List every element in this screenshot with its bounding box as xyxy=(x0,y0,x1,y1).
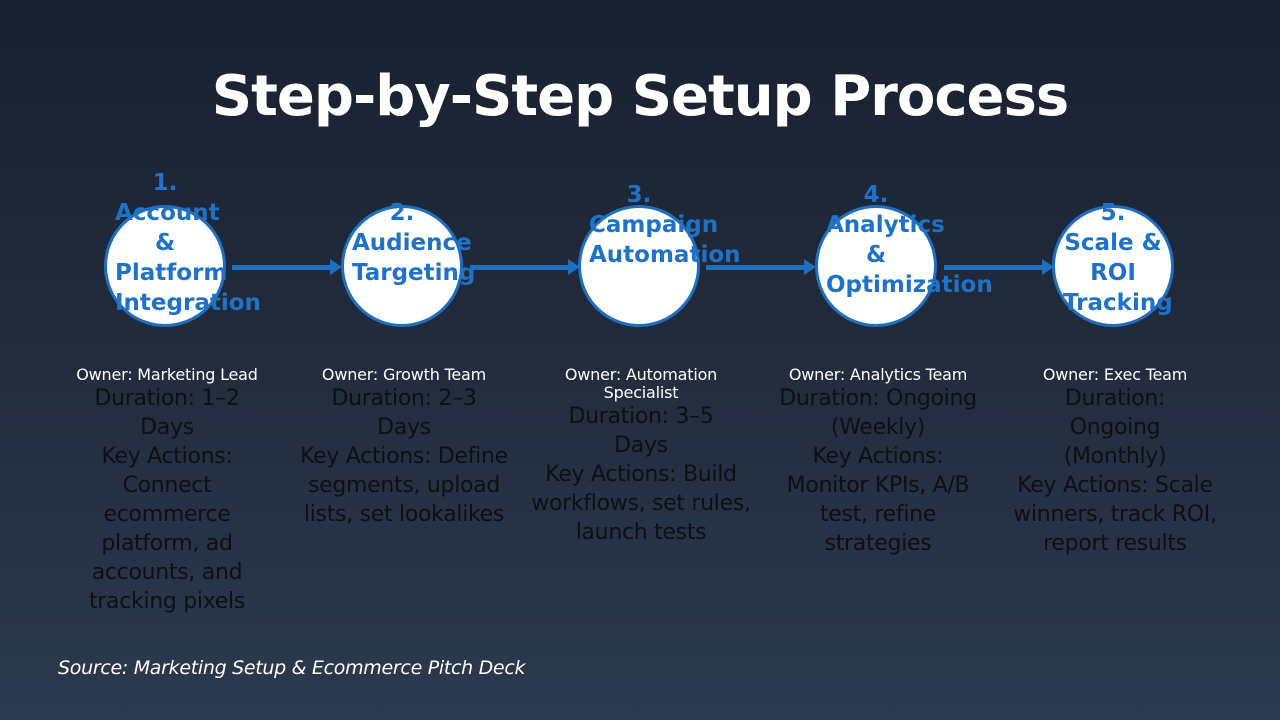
step-actions: Key Actions: Build workflows, set rules,… xyxy=(531,462,751,545)
step-2: 2. Audience Targeting Owner: Growth Team… xyxy=(294,0,514,720)
step-circle: 3. Campaign Automation xyxy=(578,182,741,327)
step-details: Owner: Analytics Team Duration: Ongoing … xyxy=(758,366,998,558)
step-actions: Key Actions: Scale winners, track ROI, r… xyxy=(1013,473,1217,556)
step-label: 1. Account & Platform Integration xyxy=(115,170,261,316)
step-duration: Duration: Ongoing (Monthly) xyxy=(1063,386,1167,469)
step-label: 4. Analytics & Optimization xyxy=(826,182,993,298)
step-actions: Key Actions: Connect ecommerce platform,… xyxy=(88,444,246,614)
connector-arrow-2-3 xyxy=(470,259,580,275)
step-duration: Duration: 1–2 Days xyxy=(94,386,240,440)
step-circle: 5. Scale & ROI Tracking xyxy=(1052,200,1174,327)
step-1: 1. Account & Platform Integration Owner:… xyxy=(57,0,277,720)
step-owner: Owner: Marketing Lead xyxy=(76,365,258,384)
page-title: Step-by-Step Setup Process xyxy=(211,64,1069,129)
step-details: Owner: Marketing Lead Duration: 1–2 Days… xyxy=(47,366,287,616)
step-details: Owner: Exec Team Duration: Ongoing (Mont… xyxy=(995,366,1235,558)
step-details: Owner: Growth Team Duration: 2–3 Days Ke… xyxy=(284,366,524,529)
step-owner: Owner: Automation Specialist xyxy=(564,365,718,402)
step-label: 2. Audience Targeting xyxy=(352,200,476,286)
step-owner: Owner: Growth Team xyxy=(321,365,487,384)
step-label: 3. Campaign Automation xyxy=(589,182,741,268)
step-actions: Key Actions: Define segments, upload lis… xyxy=(300,444,508,527)
step-owner: Owner: Analytics Team xyxy=(788,365,968,384)
source-citation: Source: Marketing Setup & Ecommerce Pitc… xyxy=(58,657,526,679)
step-duration: Duration: 2–3 Days xyxy=(331,386,477,440)
step-4: 4. Analytics & Optimization Owner: Analy… xyxy=(768,0,993,720)
connector-arrow-3-4 xyxy=(706,259,816,275)
step-duration: Duration: 3–5 Days xyxy=(568,404,714,458)
step-duration: Duration: Ongoing (Weekly) xyxy=(779,386,977,440)
connector-arrow-4-5 xyxy=(944,259,1054,275)
step-circle: 2. Audience Targeting xyxy=(341,200,475,327)
connector-arrow-1-2 xyxy=(232,259,342,275)
step-label: 5. Scale & ROI Tracking xyxy=(1063,200,1173,316)
step-details: Owner: Automation Specialist Duration: 3… xyxy=(521,366,761,547)
step-circle: 4. Analytics & Optimization xyxy=(815,182,993,327)
step-owner: Owner: Exec Team xyxy=(1042,365,1188,384)
step-actions: Key Actions: Monitor KPIs, A/B test, ref… xyxy=(786,444,970,556)
step-circle: 1. Account & Platform Integration xyxy=(104,170,261,327)
step-5: 5. Scale & ROI Tracking Owner: Exec Team… xyxy=(1005,0,1225,720)
step-3: 3. Campaign Automation Owner: Automation… xyxy=(531,0,751,720)
